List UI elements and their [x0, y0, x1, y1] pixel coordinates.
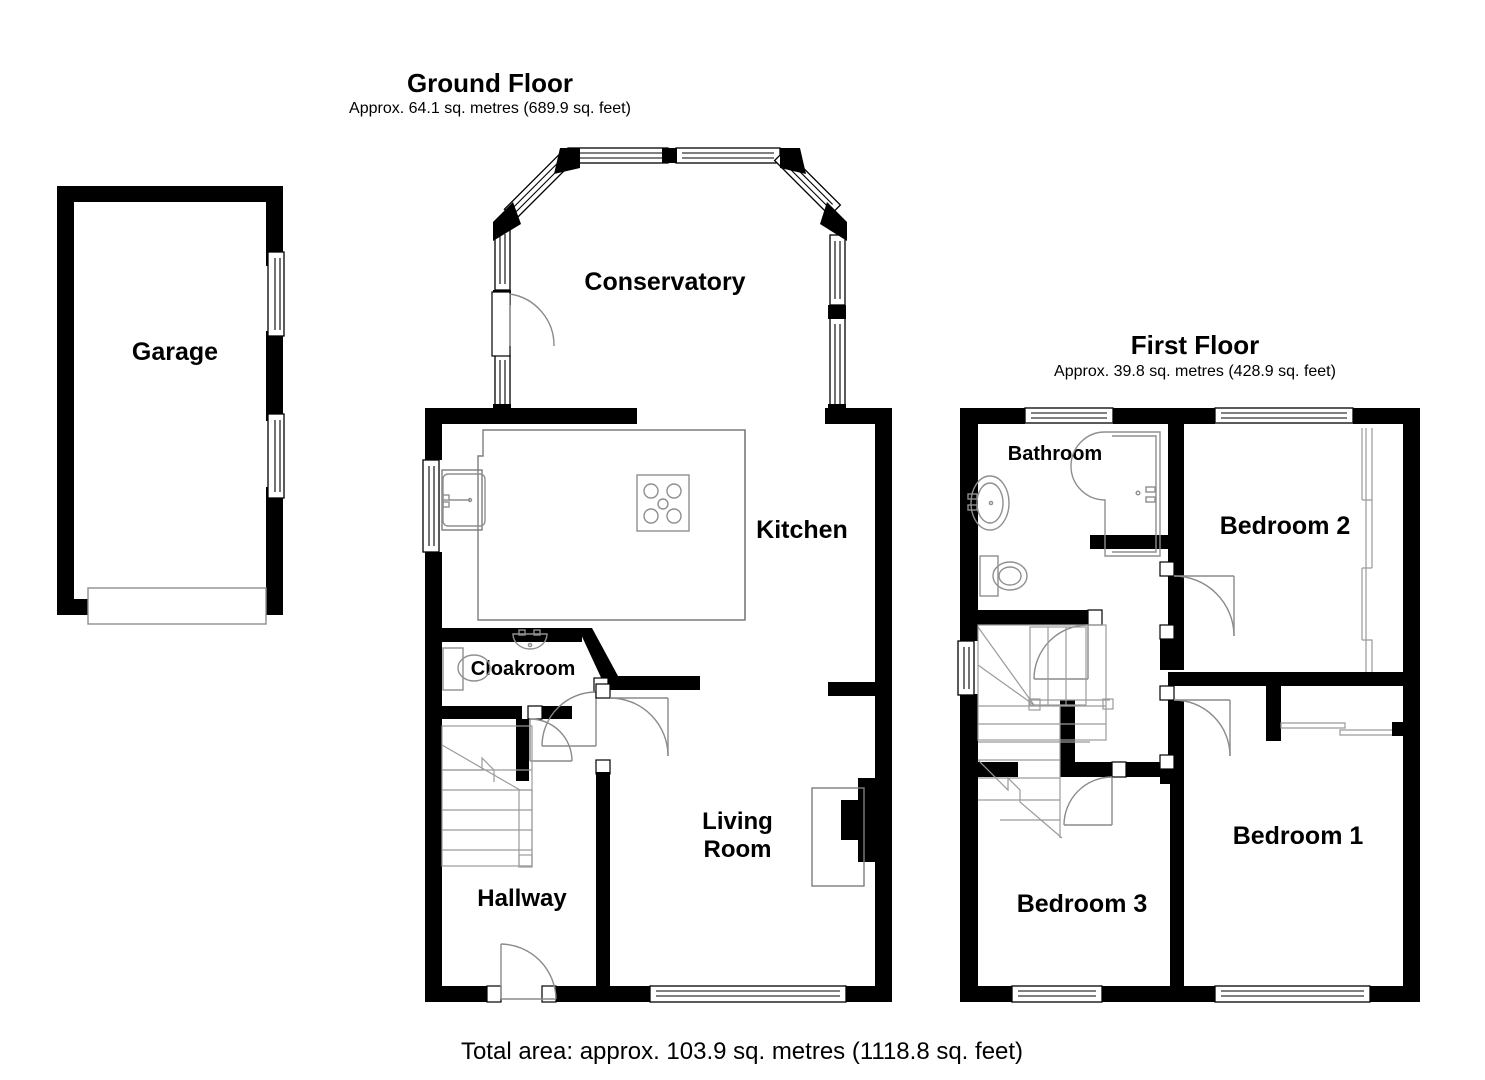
airing-cupboard [1280, 722, 1404, 736]
garage-door [87, 587, 267, 625]
room-label-cloakroom: Cloakroom [470, 658, 576, 680]
bedroom2-wardrobe [1361, 428, 1373, 672]
first-floor-walls [960, 408, 1420, 1002]
kitchen-window [422, 459, 440, 553]
kitchen-counter [441, 429, 746, 621]
cloakroom-walls [442, 628, 700, 781]
bedroom3-window [1011, 985, 1103, 1003]
bathroom-bath [1070, 431, 1161, 557]
bathroom-window [1024, 407, 1114, 424]
conservatory-glazing [493, 147, 847, 418]
ground-floor-title: Ground Floor [406, 68, 574, 98]
living-room-window [649, 985, 847, 1003]
room-label-bedroom1: Bedroom 1 [1232, 822, 1364, 850]
ground-floor-walls [425, 408, 892, 1002]
room-label-kitchen: Kitchen [756, 516, 848, 544]
landing-window [957, 640, 975, 696]
conservatory-door[interactable] [491, 291, 555, 357]
garage-outline [57, 186, 283, 615]
room-label-hallway: Hallway [477, 885, 567, 912]
garage-window-upper [267, 251, 285, 337]
ground-floor-area: Approx. 64.1 sq. metres (689.9 sq. feet) [349, 100, 631, 117]
bedroom1-door[interactable] [1159, 685, 1231, 770]
room-label-bathroom: Bathroom [1007, 443, 1103, 465]
front-door[interactable] [486, 943, 557, 1003]
kitchen-sink [442, 473, 486, 527]
hallway-stairs [441, 725, 533, 868]
bedroom3-door[interactable] [1063, 761, 1127, 826]
cloakroom-toilet [442, 647, 491, 691]
hallway-partition [596, 772, 610, 987]
first-floor-area: Approx. 39.8 sq. metres (428.9 sq. feet) [1054, 363, 1336, 380]
room-label-living-room-line1: Living [702, 808, 773, 835]
room-label-bedroom3: Bedroom 3 [1016, 890, 1148, 918]
room-label-garage: Garage [131, 338, 219, 366]
garage-window-lower [267, 413, 285, 499]
bedroom2-door[interactable] [1159, 561, 1235, 640]
room-label-conservatory: Conservatory [584, 268, 746, 296]
first-floor-title: First Floor [1130, 330, 1260, 360]
landing-stairs [977, 624, 1114, 839]
bathroom-basin [967, 475, 1010, 531]
bedroom2-window [1214, 407, 1354, 424]
bedroom1-window [1214, 985, 1371, 1003]
cloakroom-basin [512, 629, 548, 650]
living-room-fireplace [811, 787, 865, 887]
room-label-bedroom2: Bedroom 2 [1219, 512, 1351, 540]
kitchen-hob [636, 474, 690, 532]
room-label-living-room-line2: Room [703, 836, 772, 863]
total-area-label: Total area: approx. 103.9 sq. metres (11… [460, 1038, 1024, 1065]
living-room-door[interactable] [595, 683, 669, 775]
bathroom-toilet [979, 555, 1028, 597]
